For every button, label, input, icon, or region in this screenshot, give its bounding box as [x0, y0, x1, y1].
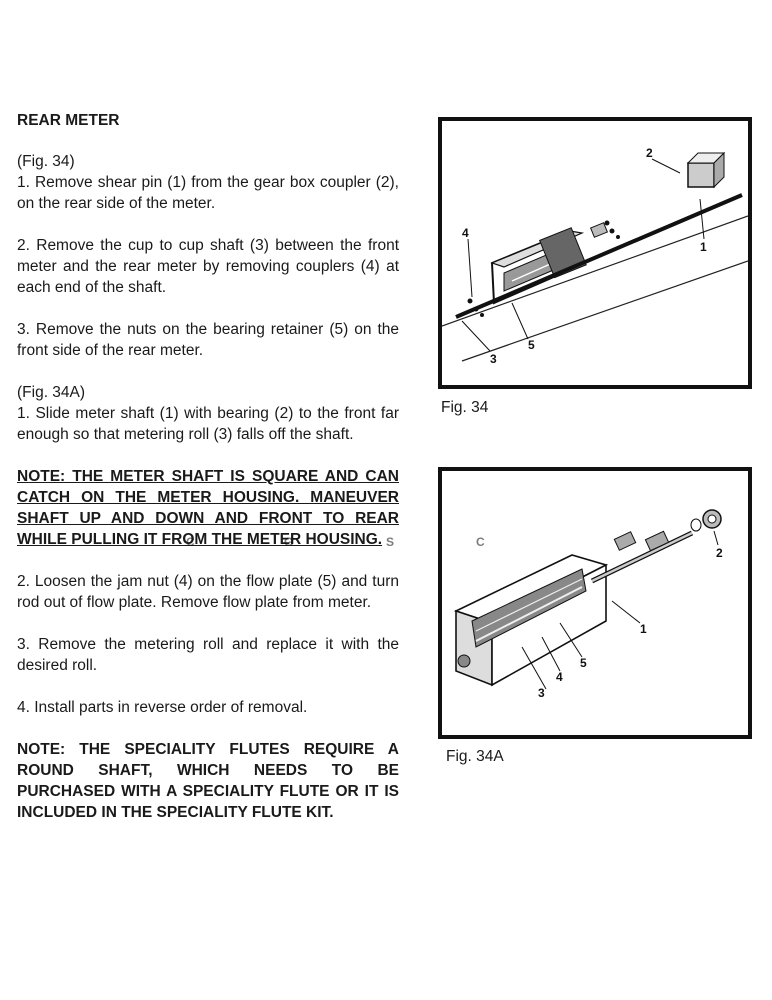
- fig34-ref: (Fig. 34): [17, 153, 75, 170]
- section-title: REAR METER: [17, 112, 120, 129]
- fig34a-callout-1: 1: [640, 622, 647, 636]
- fig34-caption: Fig. 34: [441, 399, 489, 416]
- fig34-callout-5: 5: [528, 338, 535, 352]
- note-meter-shaft: NOTE: THE METER SHAFT IS SQUARE AND CAN …: [17, 468, 399, 548]
- figure-34-drawing: 4 2 1 3 5: [441, 146, 749, 366]
- fig34-step-2: 2. Remove the cup to cup shaft (3) betwe…: [17, 237, 399, 296]
- fig34-steps: (Fig. 34) 1. Remove shear pin (1) from t…: [17, 151, 399, 214]
- figure-34: 4 2 1 3 5: [438, 117, 752, 389]
- fig34-callout-2: 2: [646, 146, 653, 160]
- figure-34a-drawing: 2 1 3 4 5: [453, 509, 723, 700]
- fig34a-callout-2: 2: [716, 546, 723, 560]
- fig34a-steps: (Fig. 34A) 1. Slide meter shaft (1) with…: [17, 382, 399, 445]
- fig34a-step-2: 2. Loosen the jam nut (4) on the flow pl…: [17, 573, 399, 611]
- fig34a-callout-4: 4: [556, 670, 563, 684]
- fig34-callout-1: 1: [700, 240, 707, 254]
- note-speciality-flutes: NOTE: THE SPECIALITY FLUTES REQUIRE A RO…: [17, 741, 399, 821]
- fig34-callout-4: 4: [462, 226, 469, 240]
- fig34-step-3: 3. Remove the nuts on the bearing retain…: [17, 321, 399, 359]
- figure-34a: 2 1 3 4 5: [438, 467, 752, 739]
- instructions-column: REAR METER (Fig. 34) 1. Remove shear pin…: [17, 110, 399, 823]
- fig34a-caption: Fig. 34A: [446, 748, 504, 765]
- fig34a-step-1: 1. Slide meter shaft (1) with bearing (2…: [17, 405, 399, 443]
- fig34a-step-3: 3. Remove the metering roll and replace …: [17, 636, 399, 674]
- fig34a-callout-5: 5: [580, 656, 587, 670]
- fig34-callout-3: 3: [490, 352, 497, 366]
- fig34a-ref: (Fig. 34A): [17, 384, 86, 401]
- fig34a-callout-3: 3: [538, 686, 545, 700]
- fig34a-step-4: 4. Install parts in reverse order of rem…: [17, 699, 308, 716]
- fig34-step-1: 1. Remove shear pin (1) from the gear bo…: [17, 174, 399, 212]
